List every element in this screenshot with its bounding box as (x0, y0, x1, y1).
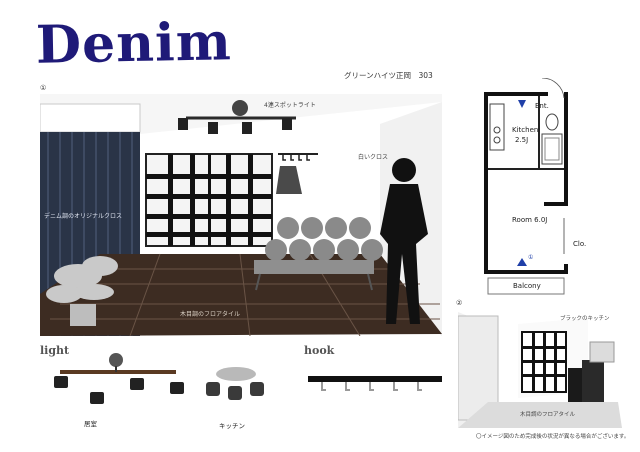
floor-plan (484, 78, 568, 295)
hook-rail-product (308, 376, 442, 391)
curtain-label: デニム調のオリジナルクロス (44, 213, 123, 220)
footer-note: 〇イメージ図のため完成後の状況が異なる場合がございます。 (476, 434, 630, 440)
plan-balcony: Balcony (513, 282, 541, 290)
main-room-rendering (40, 94, 442, 336)
view-marker-2: ② (456, 299, 463, 307)
apartment-name: グリーンハイツ正岡 303 (344, 71, 433, 80)
view-marker-1: ① (40, 84, 47, 92)
spotlight-label: 4連スポットライト (264, 102, 316, 109)
floor-label: 木目調のフロアタイル (180, 311, 241, 318)
kitchen-light-product (206, 367, 264, 400)
kitchen-rendering (458, 312, 622, 428)
spotlight-fixture-product (54, 353, 184, 404)
plan-view-marker: ① (528, 254, 534, 261)
plan-closet: Clo. (573, 240, 587, 248)
hook-heading: hook (304, 344, 335, 357)
plan-entrance: Ent. (535, 102, 549, 110)
brand-logo: Denim (35, 11, 233, 76)
plan-kitchen: Kitchen (512, 126, 539, 134)
light-caption-kitchen: キッチン (219, 422, 245, 430)
plan-kitchen-size: 2.5J (515, 136, 529, 144)
kitchen-floor-label: 木目調のフロアタイル (520, 412, 576, 418)
wall-label: 白いクロス (358, 154, 389, 161)
kitchen-label: ブラックのキッチン (560, 316, 610, 322)
plan-room: Room 6.0J (512, 216, 548, 224)
light-caption-room: 居室 (84, 420, 97, 428)
light-heading: light (40, 344, 70, 357)
